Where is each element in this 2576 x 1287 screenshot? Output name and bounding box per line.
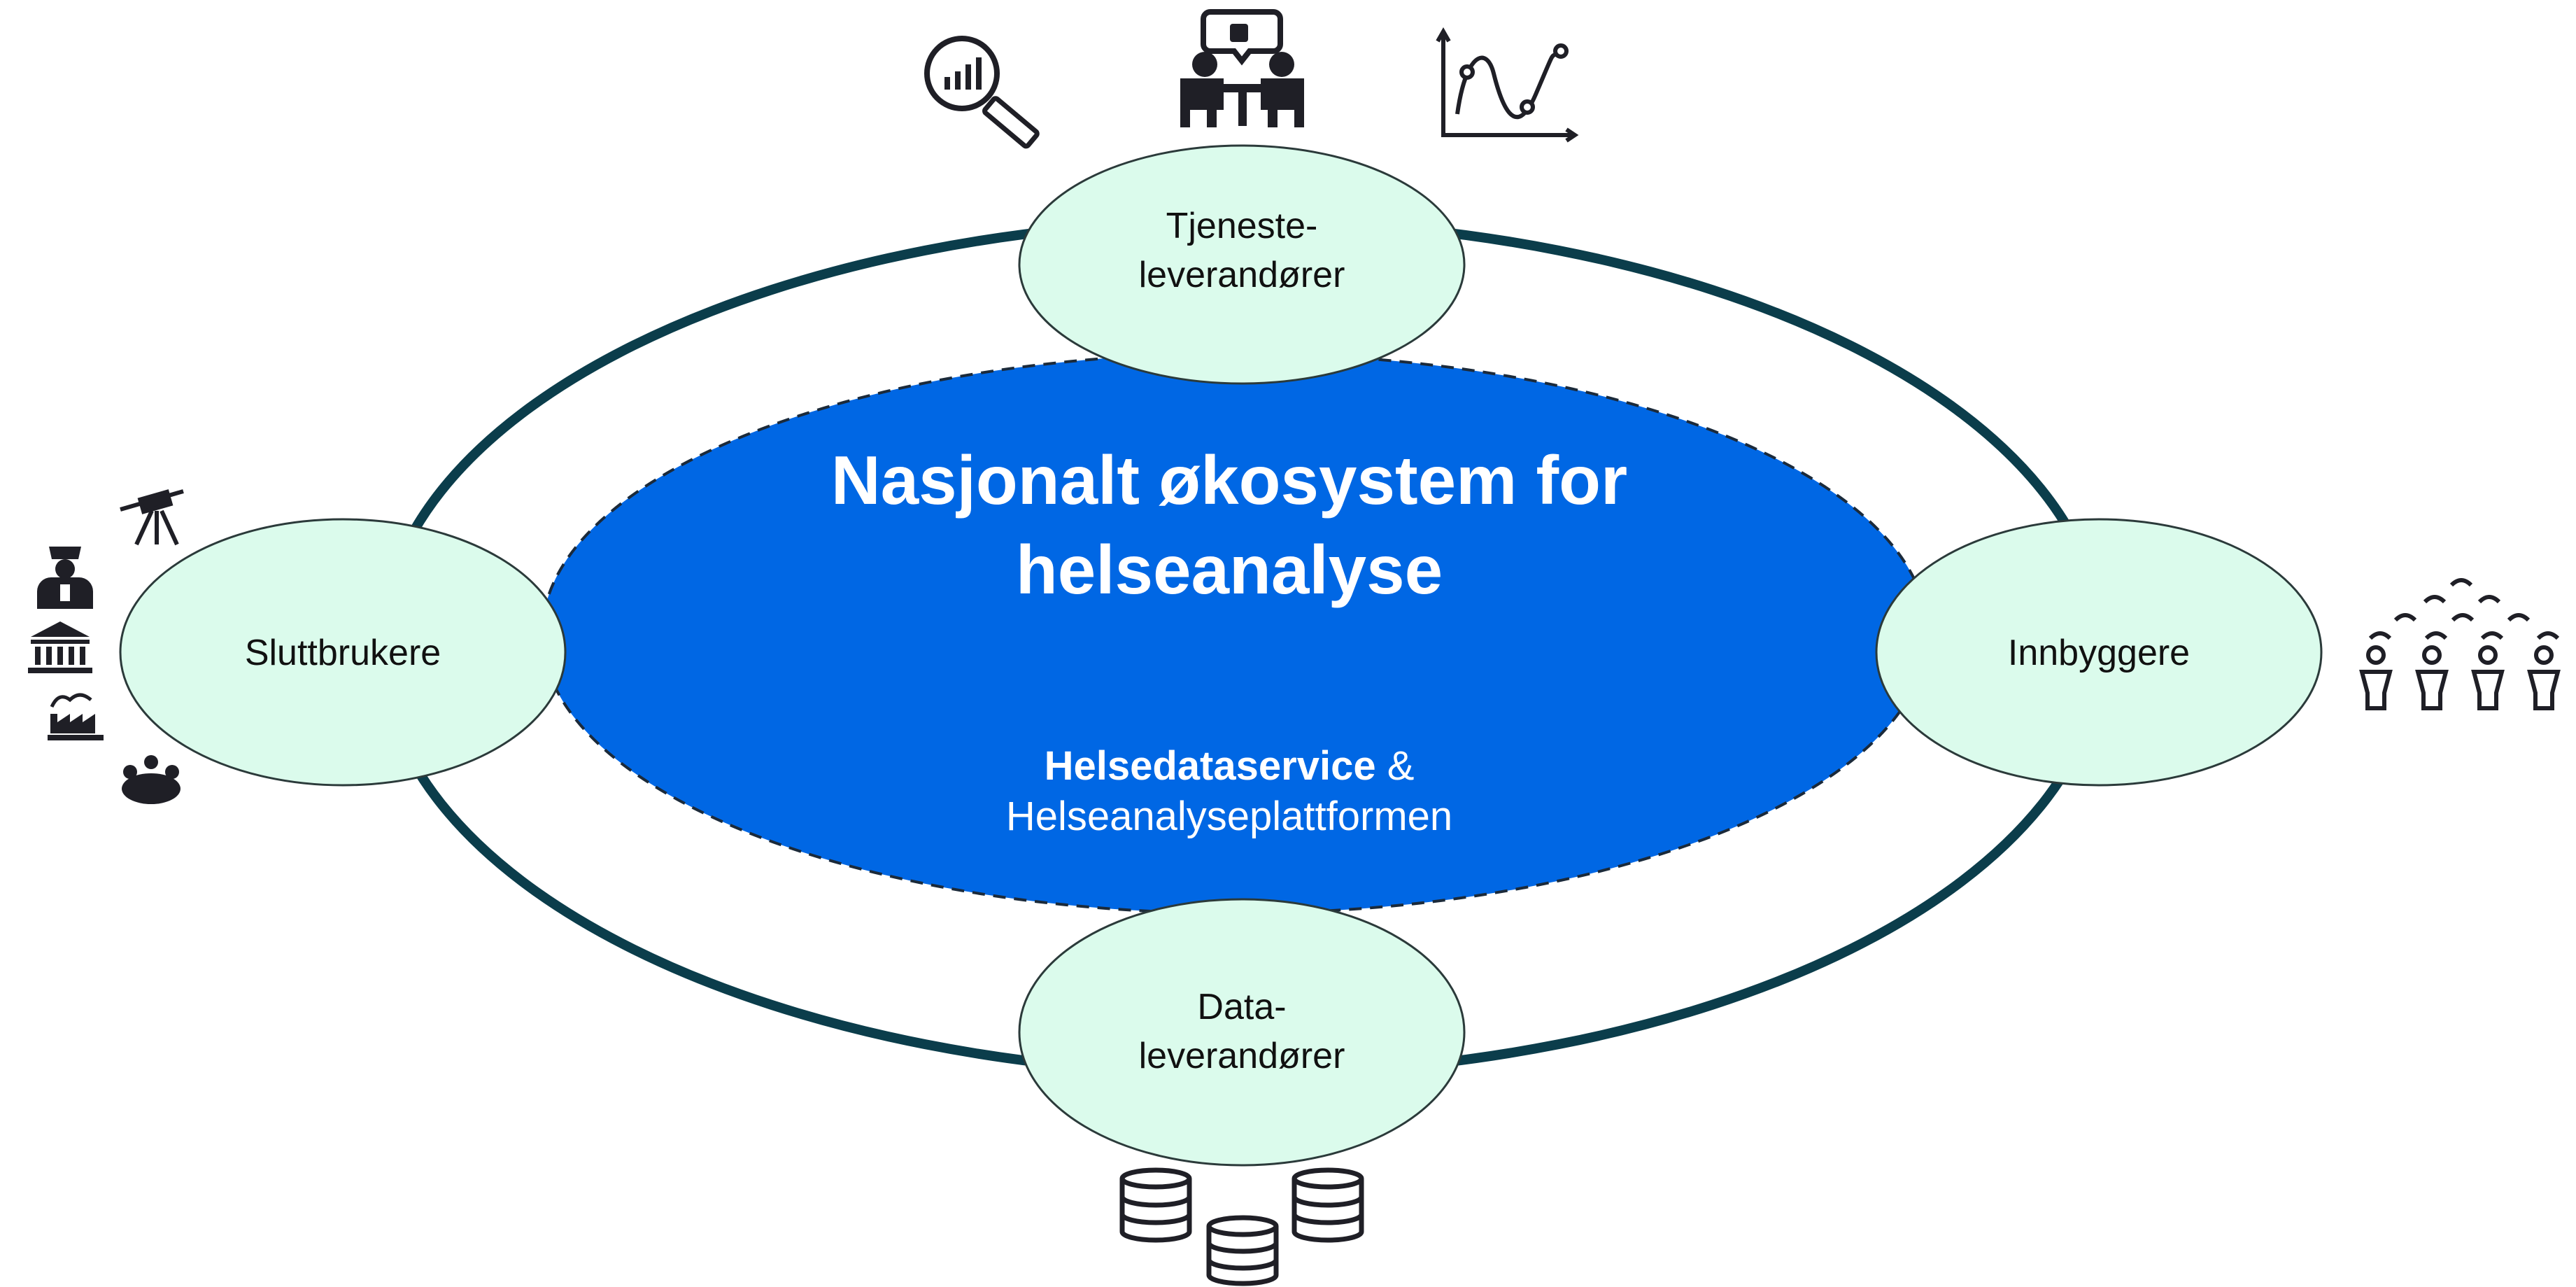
node-bottom-shape (1018, 898, 1466, 1167)
subtitle-bold: Helsedataservice (1045, 743, 1376, 789)
node-bottom-label-line2: leverandører (1139, 1036, 1345, 1076)
node-top-label-line1: Tjeneste- (1166, 206, 1318, 246)
database-center (1206, 1215, 1279, 1286)
factory-icon (48, 693, 104, 740)
node-top-shape (1018, 144, 1466, 385)
government-building-icon (28, 621, 92, 673)
center-title-line2: helseanalyse (1016, 531, 1443, 608)
node-dataleverandorer: Data- leverandører (1018, 898, 1466, 1167)
node-innbyggere: Innbyggere (1875, 518, 2323, 787)
center-subtitle-line2: Helseanalyseplattformen (1006, 794, 1452, 839)
doctor-icon (37, 547, 93, 609)
node-left-label: Sluttbrukere (245, 633, 441, 673)
node-right-shape (1875, 518, 2323, 787)
database-left (1119, 1167, 1192, 1243)
node-left-shape (119, 518, 567, 787)
node-sluttbrukere: Sluttbrukere (119, 518, 567, 787)
node-right-label: Innbyggere (2008, 633, 2190, 673)
meeting-table-icon (1180, 9, 1304, 127)
database-stack-icon (1119, 1167, 1364, 1286)
node-top-label-line2: leverandører (1139, 255, 1345, 295)
magnifier-chart-icon (924, 36, 1040, 149)
line-graph-icon (1436, 27, 1579, 143)
subtitle-amp: & (1376, 743, 1415, 789)
node-tjenesteleverandorer: Tjeneste- leverandører (1018, 144, 1466, 385)
telescope-icon (120, 489, 184, 546)
group-meeting-icon (122, 755, 181, 804)
center-subtitle-line1: Helsedataservice & (1045, 743, 1415, 789)
database-right (1291, 1167, 1364, 1243)
center-title-line1: Nasjonalt økosystem for (831, 442, 1627, 519)
crowd-people-icon (2359, 578, 2561, 710)
node-bottom-label-line1: Data- (1197, 987, 1286, 1027)
